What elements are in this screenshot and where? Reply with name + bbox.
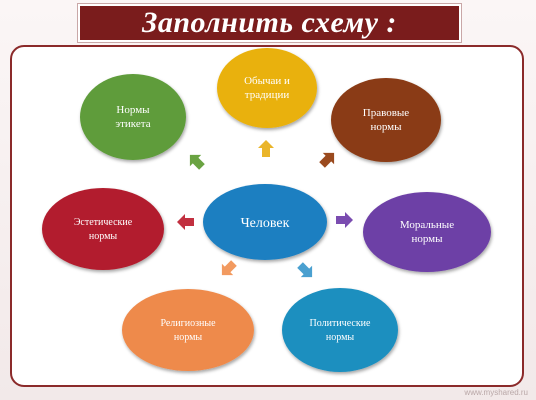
arrow-to-customs bbox=[258, 140, 274, 157]
arrow-to-legal bbox=[319, 152, 335, 168]
arrow-to-political bbox=[297, 262, 313, 278]
arrow-to-moral bbox=[336, 212, 353, 228]
arrow-to-aesthetic bbox=[177, 214, 194, 230]
svg-text:Человек: Человек bbox=[241, 216, 290, 231]
node-center-person: Человек bbox=[203, 184, 327, 260]
arrow-to-religious bbox=[221, 260, 237, 276]
page-title: Заполнить схему : bbox=[142, 6, 397, 39]
title-banner: Заполнить схему : bbox=[78, 4, 461, 42]
arrow-to-etiquette bbox=[189, 154, 205, 170]
watermark: www.myshared.ru bbox=[464, 388, 528, 397]
